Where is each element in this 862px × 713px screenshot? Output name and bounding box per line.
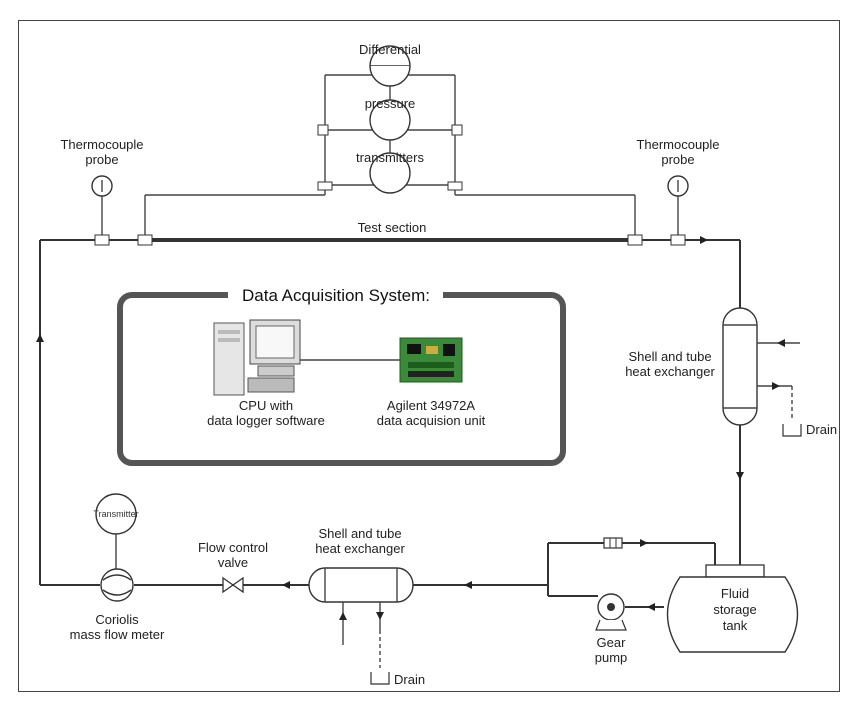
dp-transmitter-bank: [137, 45, 643, 246]
transmitter-label: Transmitter: [93, 509, 138, 519]
dp-label-transmitters: transmitters: [356, 150, 424, 165]
hx-right-label-1: Shell and tube: [628, 349, 711, 364]
drain-bottom-label: Drain: [394, 672, 425, 687]
dp-label-differential: Differential: [359, 42, 421, 57]
dp-gauge-1: [369, 45, 411, 67]
pump-label-2: pump: [595, 650, 628, 665]
cpu-label-1: CPU with: [239, 398, 293, 413]
hx-right: [722, 307, 802, 437]
transmitter-gauge: [95, 493, 137, 570]
drain-right-label: Drain: [806, 422, 837, 437]
hx-bottom-label-1: Shell and tube: [318, 526, 401, 541]
agilent-board-icon: [399, 337, 463, 383]
dp-gauge-2: [369, 99, 411, 141]
main-loop-pipe: [39, 238, 741, 608]
das-title: Data Acquisition System:: [242, 286, 430, 305]
pump-label-1: Gear: [597, 635, 627, 650]
thermocouple-right-label-2: probe: [661, 152, 694, 167]
fluid-storage-tank: [666, 564, 799, 653]
thermocouple-left-label-1: Thermocouple: [60, 137, 143, 152]
agilent-label-1: Agilent 34972A: [387, 398, 476, 413]
tank-label-3: tank: [723, 618, 748, 633]
fcv-label-1: Flow control: [198, 540, 268, 555]
cpu-icon: [213, 319, 301, 396]
hx-bottom-label-2: heat exchanger: [315, 541, 405, 556]
fcv-label-2: valve: [218, 555, 248, 570]
tank-label-2: storage: [713, 602, 756, 617]
flow-control-valve: [222, 576, 244, 594]
hx-right-label-2: heat exchanger: [625, 364, 715, 379]
agilent-label-2: data acquision unit: [377, 413, 486, 428]
test-section-label: Test section: [358, 220, 427, 235]
thermocouple-left-label-2: probe: [85, 152, 118, 167]
bypass-valve: [603, 537, 623, 549]
thermocouple-left: [91, 175, 113, 246]
thermocouple-right: [667, 175, 689, 246]
gear-pump: [595, 593, 627, 631]
coriolis-label-1: Coriolis: [95, 612, 139, 627]
dp-gauge-1-lower: [369, 65, 411, 87]
coriolis-meter: [100, 568, 134, 602]
dp-gauge-3: [369, 152, 411, 194]
coriolis-label-2: mass flow meter: [70, 627, 165, 642]
dp-label-pressure: pressure: [365, 96, 416, 111]
cpu-label-2: data logger software: [207, 413, 325, 428]
thermocouple-right-label-1: Thermocouple: [636, 137, 719, 152]
hx-bottom: [308, 567, 414, 685]
flow-arrows: [36, 236, 744, 611]
diagram-frame: [18, 20, 840, 692]
tank-label-1: Fluid: [721, 586, 749, 601]
das-title-bg: [228, 283, 443, 307]
das-box: [117, 292, 566, 466]
